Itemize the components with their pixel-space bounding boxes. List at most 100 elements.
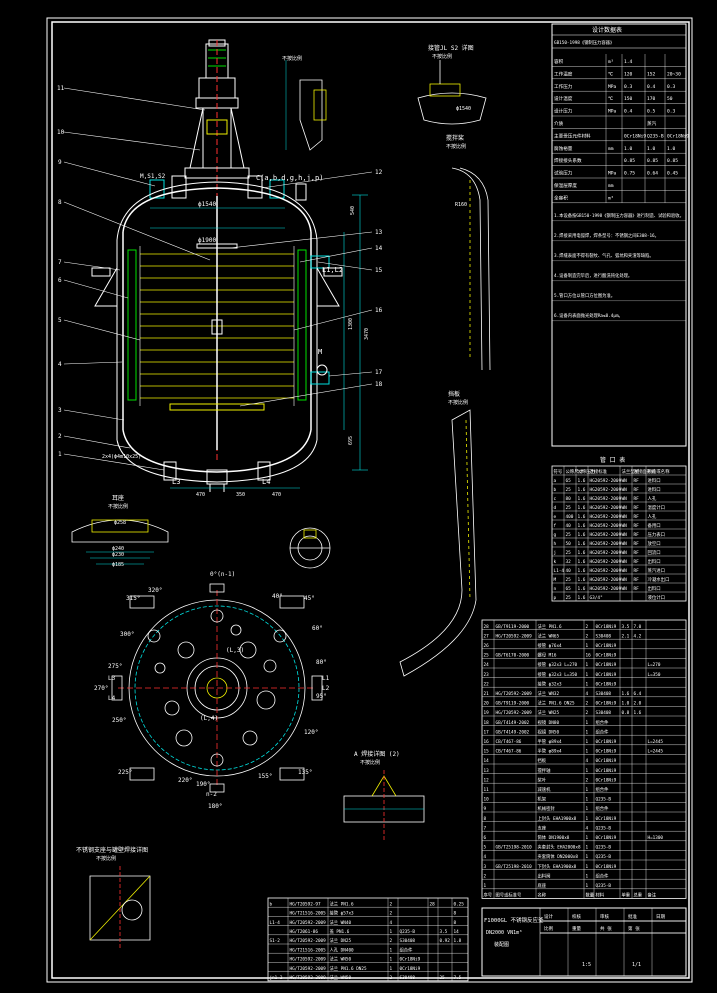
nozzle-table-cell: 公称压力: [578, 468, 596, 475]
bom-table-cell: 组合件: [596, 872, 610, 879]
nozzle-table-cell: 1.6: [578, 541, 586, 547]
nozzle-table-cell: 备用口: [648, 522, 661, 529]
bom-table-cell: 3: [484, 864, 487, 870]
spec-row-unit: m³: [608, 195, 614, 201]
plan-l2: L2: [322, 685, 330, 692]
bom-table-cell: Q235-B: [596, 797, 612, 803]
top-head: [122, 187, 312, 233]
angle-220: 220°: [178, 777, 192, 784]
small-table-cell: 1: [390, 929, 393, 935]
bom-table-cell: 0Cr18Ni9: [596, 758, 617, 764]
small-table-cell: HG/T20592-2009: [290, 920, 327, 926]
angle-155: 155°: [258, 773, 272, 780]
nozzle-table-cell: 25: [566, 532, 572, 538]
bom-table-cell: 14: [484, 758, 490, 764]
bom-table-cell: 支座: [538, 824, 547, 831]
angle-225: 225°: [118, 769, 132, 776]
bom-table-cell: 单重: [622, 892, 631, 899]
bom-table-cell: 23: [484, 672, 490, 678]
callout-4: 4: [58, 361, 62, 368]
small-table-cell: HG/T20592-97: [290, 901, 321, 907]
nozzle-table-cell: 法兰型式: [622, 468, 640, 475]
small-table-cell: 0Cr18Ni9: [400, 957, 421, 963]
nozzle-table-cell: HG20592-2009: [590, 586, 622, 592]
angle-320: 320°: [148, 587, 162, 594]
nozzle-table-cell: j: [554, 550, 557, 556]
bom-table-cell: 12: [484, 777, 490, 783]
diameter-label: ϕ1540: [198, 201, 216, 208]
angle-315: 315°: [126, 595, 140, 602]
small-table-cell: Q235-B: [400, 929, 416, 935]
bottom-note: 2x4(ϕ4m10x25): [102, 454, 141, 460]
spec-row-item: 保温层厚度: [554, 182, 577, 189]
bom-table-cell: HG/T20592-2009: [496, 710, 533, 716]
bom-table-cell: 0Cr18Ni9: [596, 749, 617, 755]
bom-table-cell: 0Cr18Ni9: [596, 816, 617, 822]
callout-2: 2: [58, 433, 62, 440]
small-table-cell: S30408: [400, 975, 416, 981]
bom-table-cell: 1: [586, 662, 589, 668]
spec-row-v1: 1.0: [624, 146, 633, 152]
title-block-cell: 批准: [628, 913, 637, 920]
bom-table-cell: 图号或标准号: [496, 892, 522, 899]
bom-table-cell: 0Cr18Ni9: [596, 835, 617, 841]
angle-250: 250°: [112, 717, 126, 724]
bom-table-cell: CB/T467-86: [496, 739, 522, 745]
small-table-cell: HG/T21516-2005: [290, 911, 327, 917]
bom-table-cell: 2: [586, 777, 589, 783]
bom-table-cell: 16: [586, 653, 592, 659]
nozzle-table-cell: HG20592-2009: [590, 559, 622, 565]
spec-note: 4.设备制造完毕后，进行酸洗钝化处理。: [554, 272, 632, 279]
flange-detail-sub: 不按比例: [432, 53, 452, 60]
small-table-cell: 0.92: [440, 938, 451, 944]
bom-table-cell: 2: [586, 710, 589, 716]
nozzle-m-s-label: M,S1,S2: [140, 173, 166, 180]
spec-row-v3: 0.3: [667, 109, 676, 115]
nozzle-table-cell: 压力表口: [648, 531, 666, 538]
spec-row-v1: 120: [624, 71, 633, 77]
nozzle-table-cell: 1.6: [578, 505, 586, 511]
spec-table-std: GB150-1998《钢制压力容器》: [554, 39, 614, 46]
bom-table-cell: GB/T6170-2000: [496, 653, 530, 659]
spec-row-v1: 1.4: [624, 59, 633, 65]
bom-table-cell: 1: [586, 883, 589, 889]
nozzle-table-cell: 进料口: [648, 477, 661, 484]
bom-table-cell: 1: [586, 739, 589, 745]
small-table-cell: HG/T2061-86: [290, 929, 319, 935]
angle-180: 180°: [208, 803, 222, 810]
spec-row-item: 焊接接头系数: [554, 157, 582, 164]
nozzle-table-cell: 25: [566, 577, 572, 583]
bom-table-cell: 1: [586, 643, 589, 649]
bom-table-cell: 机架: [538, 796, 547, 803]
nozzle-table-cell: f: [554, 523, 557, 529]
bottom-left-dim-3: ϕ230: [112, 552, 124, 558]
small-table-cell: b: [270, 901, 273, 907]
bom-table-cell: 名称: [538, 892, 547, 899]
bom-table-cell: 5: [484, 845, 487, 851]
bottom-left-dim-1: ϕ258: [114, 520, 126, 526]
main-sectional-view: [63, 39, 373, 492]
bom-table-cell: 2: [484, 873, 487, 879]
nozzle-table-cell: RF: [634, 523, 640, 529]
angle-275: 275°: [108, 663, 122, 670]
bom-table-cell: 0Cr18Ni9: [596, 662, 617, 668]
bom-table-cell: 数量: [586, 892, 595, 899]
nozzle-table-cell: d: [554, 505, 557, 511]
nozzle-table-cell: 1.6: [578, 559, 586, 565]
spec-row-v2: 170: [647, 96, 656, 102]
angle-190: 190°: [196, 781, 210, 788]
nozzle-table-cell: RF: [634, 568, 640, 574]
bom-table-cell: 19: [484, 710, 490, 716]
label-l1l2: L1,L2: [322, 266, 343, 274]
spec-row-unit: mm: [608, 147, 614, 152]
nozzle-table-cell: 1.6: [578, 532, 586, 538]
lug-title: 不锈钢支座与罐壁焊接详图: [76, 846, 148, 854]
spec-row-item: 主要受压元件材料: [554, 132, 591, 139]
nozzle-table-cell: 65: [566, 478, 572, 484]
callout-6: 6: [58, 277, 62, 284]
nozzle-table-cell: WN: [622, 577, 628, 583]
bom-table-cell: 组合件: [596, 728, 610, 735]
bom-table-cell: 组合件: [596, 786, 610, 793]
title-block-cell: 重量: [572, 925, 581, 932]
